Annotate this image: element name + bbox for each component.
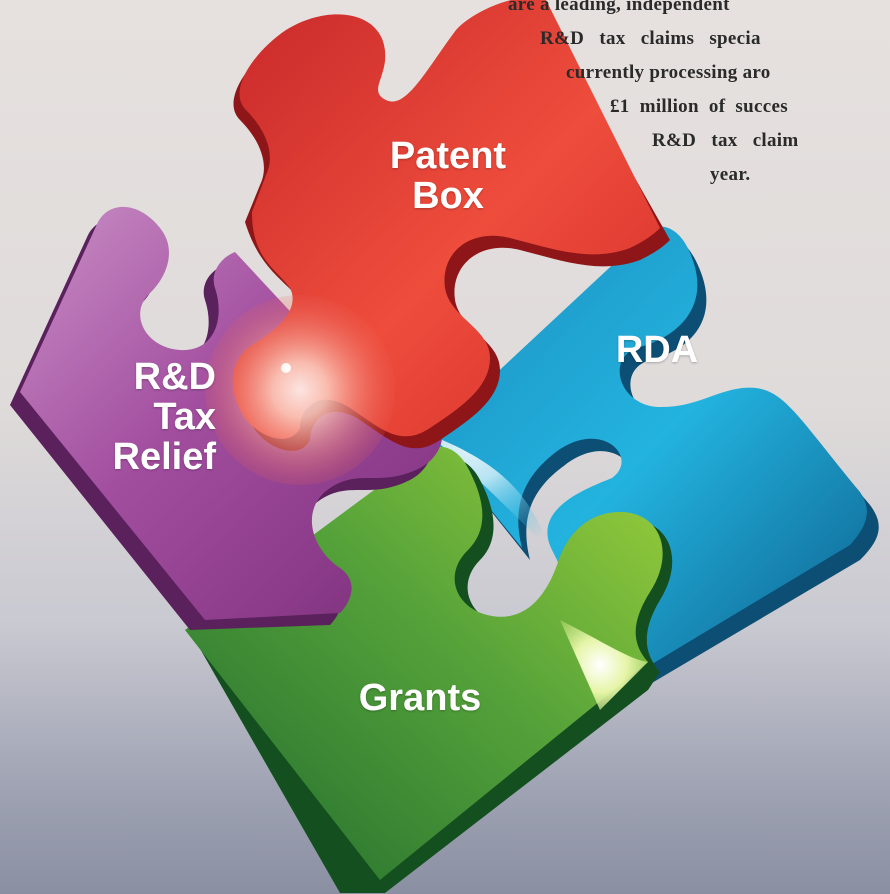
patent-box-piece (205, 0, 670, 485)
patent-box-label: Patent Box (368, 136, 528, 216)
rda-label: RDA (615, 329, 699, 371)
intro-line-1: are a leading, independent (508, 0, 730, 15)
intro-line-6: year. (710, 164, 751, 185)
rd-tax-relief-label-line-3: Relief (112, 436, 216, 478)
rd-tax-relief-label-line-1: R&D (133, 356, 216, 398)
intro-line-3: currently processing aro (566, 62, 771, 83)
rda-piece (430, 226, 879, 690)
rd-tax-relief-label-line-2: Tax (153, 396, 216, 438)
patent-box-label-line-2: Box (412, 175, 484, 217)
rd-tax-relief-label: R&D Tax Relief (100, 357, 216, 477)
intro-line-4: £1 million of succes (610, 96, 788, 117)
intro-line-5: R&D tax claim (652, 130, 799, 151)
patent-box-label-line-1: Patent (389, 135, 507, 177)
intro-paragraph: are a leading, independent R&D tax claim… (0, 0, 890, 230)
grants-label: Grants (358, 677, 482, 719)
intro-line-2: R&D tax claims specia (540, 28, 761, 49)
